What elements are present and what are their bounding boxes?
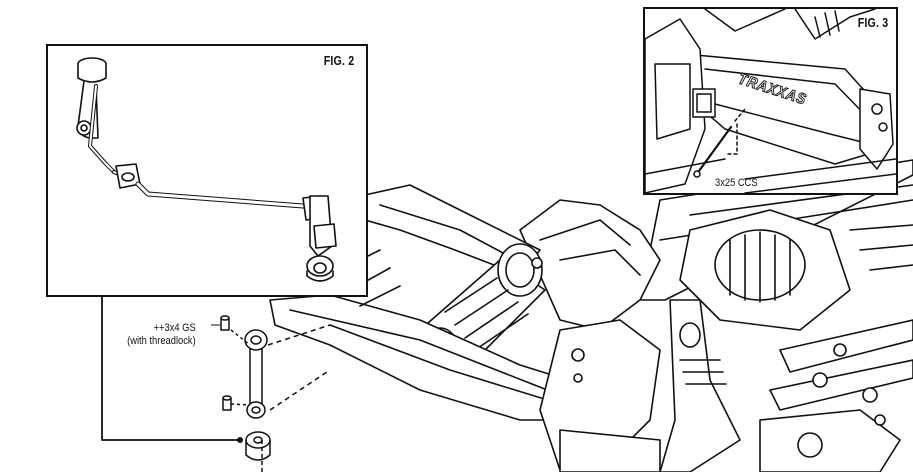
link-rod — [249, 344, 263, 411]
collar — [245, 431, 271, 449]
set-screw-note: (with threadlock) — [127, 335, 196, 347]
screw-callout: 3x25 CCS — [715, 177, 758, 189]
set-screw-callout: ++3x4 GS (with threadlock) — [127, 322, 196, 348]
diff-housing — [679, 209, 851, 331]
steering-links — [769, 319, 913, 411]
figure-2-label: FIG. 2 — [323, 53, 354, 68]
figure-3-label: FIG. 3 — [857, 15, 888, 30]
chassis-detail — [645, 9, 896, 193]
swaybar-assembly — [76, 57, 337, 282]
servo-post — [659, 299, 741, 472]
leader-line — [101, 297, 238, 441]
set-screw-label: ++3x4 GS — [153, 322, 196, 334]
ccs-screw — [697, 125, 733, 173]
figure-3-box: TRAXXAS FIG. 3 3x25 CCS — [643, 7, 898, 195]
shock-tower — [519, 199, 661, 331]
figure-2-box: FIG. 2 — [46, 44, 368, 297]
